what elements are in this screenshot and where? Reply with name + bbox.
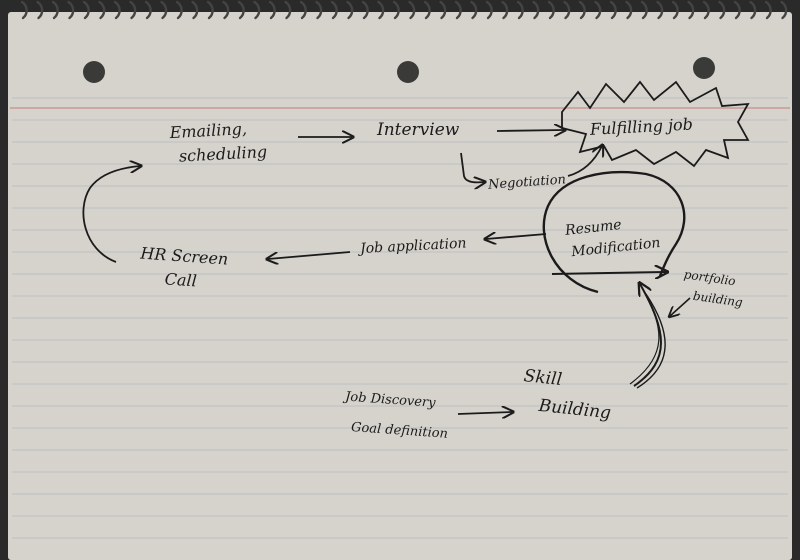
spiral-coil: [253, 0, 261, 20]
punch-hole-left: [83, 61, 105, 83]
node-portfolio-line-2: building: [692, 289, 744, 310]
spiral-coil: [82, 0, 90, 20]
spiral-coil: [687, 0, 695, 20]
spiral-coil: [439, 0, 447, 20]
arrow-hr-emailing: [82, 166, 140, 263]
arrow-discovery-skill: [457, 412, 512, 414]
spiral-coil: [640, 0, 648, 20]
spiral-coil: [764, 0, 772, 20]
node-hr-line-1: HR Screen: [139, 243, 229, 268]
spiral-coil: [191, 0, 199, 20]
spiral-coil: [237, 0, 245, 20]
arrow-negotiation-fulfilling: [567, 146, 602, 177]
node-emailing: Emailing, scheduling: [168, 118, 267, 166]
arrow-interview-negotiation: [460, 152, 484, 182]
punch-hole-center: [397, 61, 419, 83]
spiral-coil: [733, 0, 741, 20]
spiral-coil: [361, 0, 369, 20]
starburst-shape: [561, 80, 750, 168]
spiral-coil: [423, 0, 431, 20]
spiral-coil: [98, 0, 106, 20]
resume-loop-arrow: [551, 272, 666, 274]
spiral-coil: [129, 0, 137, 20]
spiral-coil: [408, 0, 416, 20]
node-interview: Interview: [376, 120, 460, 140]
spiral-coil: [67, 0, 75, 20]
spiral-coil: [51, 0, 59, 20]
spiral-coil: [749, 0, 757, 20]
spiral-coil: [485, 0, 493, 20]
spiral-coil: [222, 0, 230, 20]
spiral-coil: [671, 0, 679, 20]
arrow-resume-jobapp: [486, 234, 547, 239]
node-negotiation-line-1: Negotiation: [487, 172, 567, 192]
node-skill-building: Skill Building: [520, 366, 615, 423]
node-discovery-line-2: Goal definition: [351, 420, 449, 442]
node-resume-line-2: Modification: [570, 235, 661, 260]
node-emailing-line-2: scheduling: [178, 142, 267, 166]
arrow-interview-fulfilling: [496, 130, 564, 131]
node-job-application: Job application: [357, 235, 467, 257]
node-job-discovery: Job Discovery Goal definition: [340, 389, 451, 441]
spiral-coil: [656, 0, 664, 20]
spiral-coil: [206, 0, 214, 20]
spiral-coil: [284, 0, 292, 20]
spiral-coil: [718, 0, 726, 20]
node-jobapp-line-1: Job application: [357, 235, 467, 257]
spiral-coil: [315, 0, 323, 20]
node-skill-line-2: Building: [537, 396, 612, 424]
node-portfolio: portfolio building: [680, 267, 746, 309]
spiral-coil: [392, 0, 400, 20]
spiral-coil: [268, 0, 276, 20]
spiral-coil: [160, 0, 168, 20]
spiral-coil: [609, 0, 617, 20]
node-negotiation: Negotiation: [487, 172, 567, 192]
node-interview-line-1: Interview: [376, 120, 460, 140]
spiral-coil: [516, 0, 524, 20]
spiral-coil: [470, 0, 478, 20]
spiral-coil: [501, 0, 509, 20]
spiral-coil: [563, 0, 571, 20]
spiral-coil: [346, 0, 354, 20]
spiral-coil: [454, 0, 462, 20]
node-discovery-line-1: Job Discovery: [342, 389, 437, 411]
spiral-coil: [330, 0, 338, 20]
node-hr-screen: HR Screen Call: [137, 243, 234, 292]
node-resume-line-1: Resume: [563, 217, 622, 239]
arrow-skill-resume-stroke2: [629, 291, 660, 385]
spiral-binding: [20, 0, 788, 20]
resume-loop: [542, 170, 686, 294]
node-skill-line-1: Skill: [523, 366, 563, 390]
spiral-coil: [625, 0, 633, 20]
spiral-coil: [299, 0, 307, 20]
spiral-coil: [20, 0, 28, 20]
spiral-coil: [36, 0, 44, 20]
spiral-coil: [702, 0, 710, 20]
node-hr-line-2: Call: [164, 269, 197, 290]
spiral-coil: [113, 0, 121, 20]
node-fulfilling-line-1: Fulfilling job: [589, 115, 694, 139]
node-resume: Resume Modification: [563, 213, 661, 261]
spiral-coil: [144, 0, 152, 20]
arrow-jobapp-hr: [268, 251, 351, 259]
notebook-page: [8, 12, 792, 560]
spiral-coil: [578, 0, 586, 20]
spiral-coil: [594, 0, 602, 20]
node-portfolio-line-1: portfolio: [683, 267, 736, 288]
punch-hole-right: [693, 57, 715, 79]
node-emailing-line-1: Emailing,: [168, 119, 247, 142]
arrow-skill-resume-stroke: [636, 293, 666, 389]
ruled-lines: [12, 97, 788, 539]
spiral-coil: [780, 0, 788, 20]
arrow-portfolio: [670, 297, 691, 316]
spiral-coil: [377, 0, 385, 20]
spiral-coil: [175, 0, 183, 20]
spiral-coil: [547, 0, 555, 20]
node-fulfilling: Fulfilling job: [589, 115, 694, 139]
spiral-coil: [532, 0, 540, 20]
